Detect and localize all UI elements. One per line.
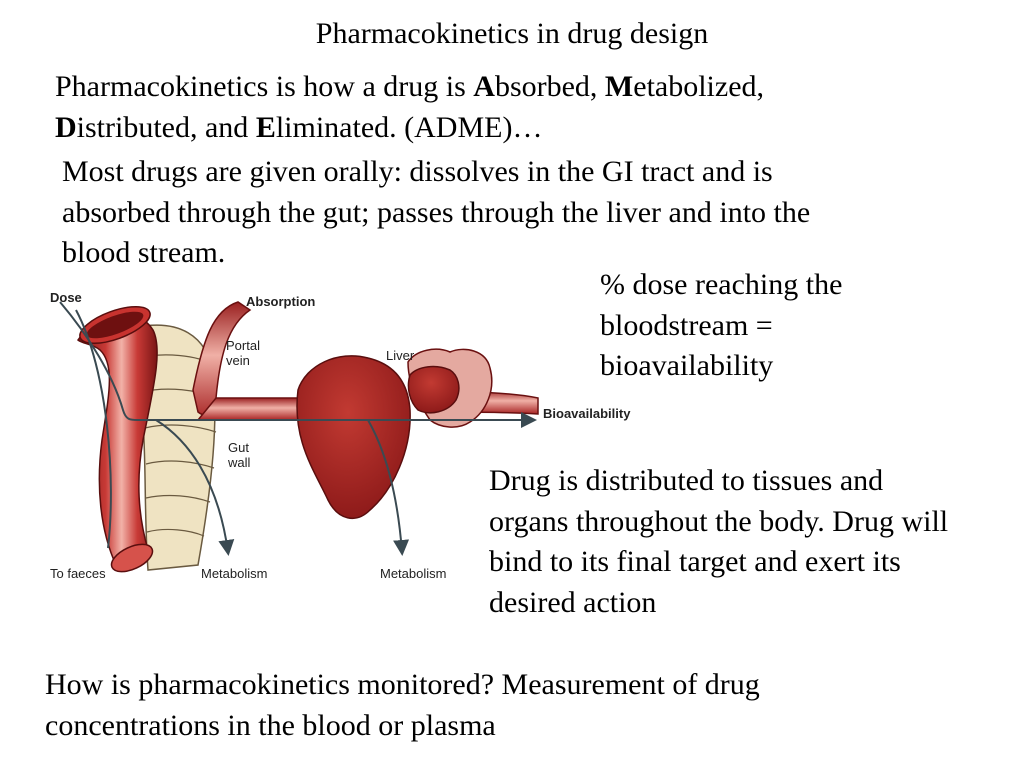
label-gut-wall-2: wall <box>227 455 251 470</box>
adme-definition-line-1: Pharmacokinetics is how a drug is Absorb… <box>55 70 765 103</box>
adme-definition: Pharmacokinetics is how a drug is Absorb… <box>55 67 764 148</box>
label-absorption: Absorption <box>246 294 315 309</box>
oral-line-2: absorbed through the gut; passes through… <box>62 195 811 229</box>
bioavailability-line-2: bloodstream = <box>600 308 773 342</box>
label-gut-wall-1: Gut <box>228 440 249 455</box>
monitoring-text: How is pharmacokinetics monitored? Measu… <box>45 665 760 746</box>
label-bioavailability: Bioavailability <box>543 406 631 421</box>
gut-metabolism-arrow <box>155 419 235 556</box>
faeces-arrow <box>75 309 112 549</box>
label-dose: Dose <box>50 290 82 305</box>
oral-line-3: blood stream. <box>62 236 226 269</box>
liver-metabolism-arrow <box>367 419 410 556</box>
distribution-line-1: Drug is distributed to tissues and <box>489 464 884 497</box>
label-portal-vein-2: vein <box>226 353 250 368</box>
pharmacokinetics-diagram: Dose Absorption Portal vein Liver Gut wa… <box>50 290 631 581</box>
distribution-line-4: desired action <box>489 585 657 619</box>
slide-title: Pharmacokinetics in drug design <box>315 17 709 50</box>
monitoring-line-1: How is pharmacokinetics monitored? Measu… <box>45 668 760 701</box>
drug-path-arrows <box>59 301 537 556</box>
label-portal-vein-1: Portal <box>226 338 260 353</box>
oral-line-1: Most drugs are given orally: dissolves i… <box>62 155 773 188</box>
label-to-faeces: To faeces <box>50 566 106 581</box>
liver-organ <box>296 348 493 520</box>
label-metabolism-gut: Metabolism <box>201 566 267 581</box>
dose-path-arrow <box>59 301 537 428</box>
label-liver: Liver <box>386 348 415 363</box>
bioavailability-text: % dose reaching the bloodstream = bioava… <box>600 265 842 387</box>
bioavailability-line-1: % dose reaching the <box>600 268 843 301</box>
bioavailability-line-3: bioavailability <box>600 349 774 382</box>
adme-definition-line-2: Distributed, and Eliminated. (ADME)… <box>55 110 543 144</box>
oral-route-text: Most drugs are given orally: dissolves i… <box>62 152 810 274</box>
distribution-text: Drug is distributed to tissues and organ… <box>489 461 948 623</box>
intestine-tube <box>76 305 158 573</box>
distribution-line-3: bind to its final target and exert its <box>489 545 901 578</box>
distribution-line-2: organs throughout the body. Drug will <box>489 504 949 538</box>
monitoring-line-2: concentrations in the blood or plasma <box>45 708 496 742</box>
label-metabolism-liver: Metabolism <box>380 566 446 581</box>
